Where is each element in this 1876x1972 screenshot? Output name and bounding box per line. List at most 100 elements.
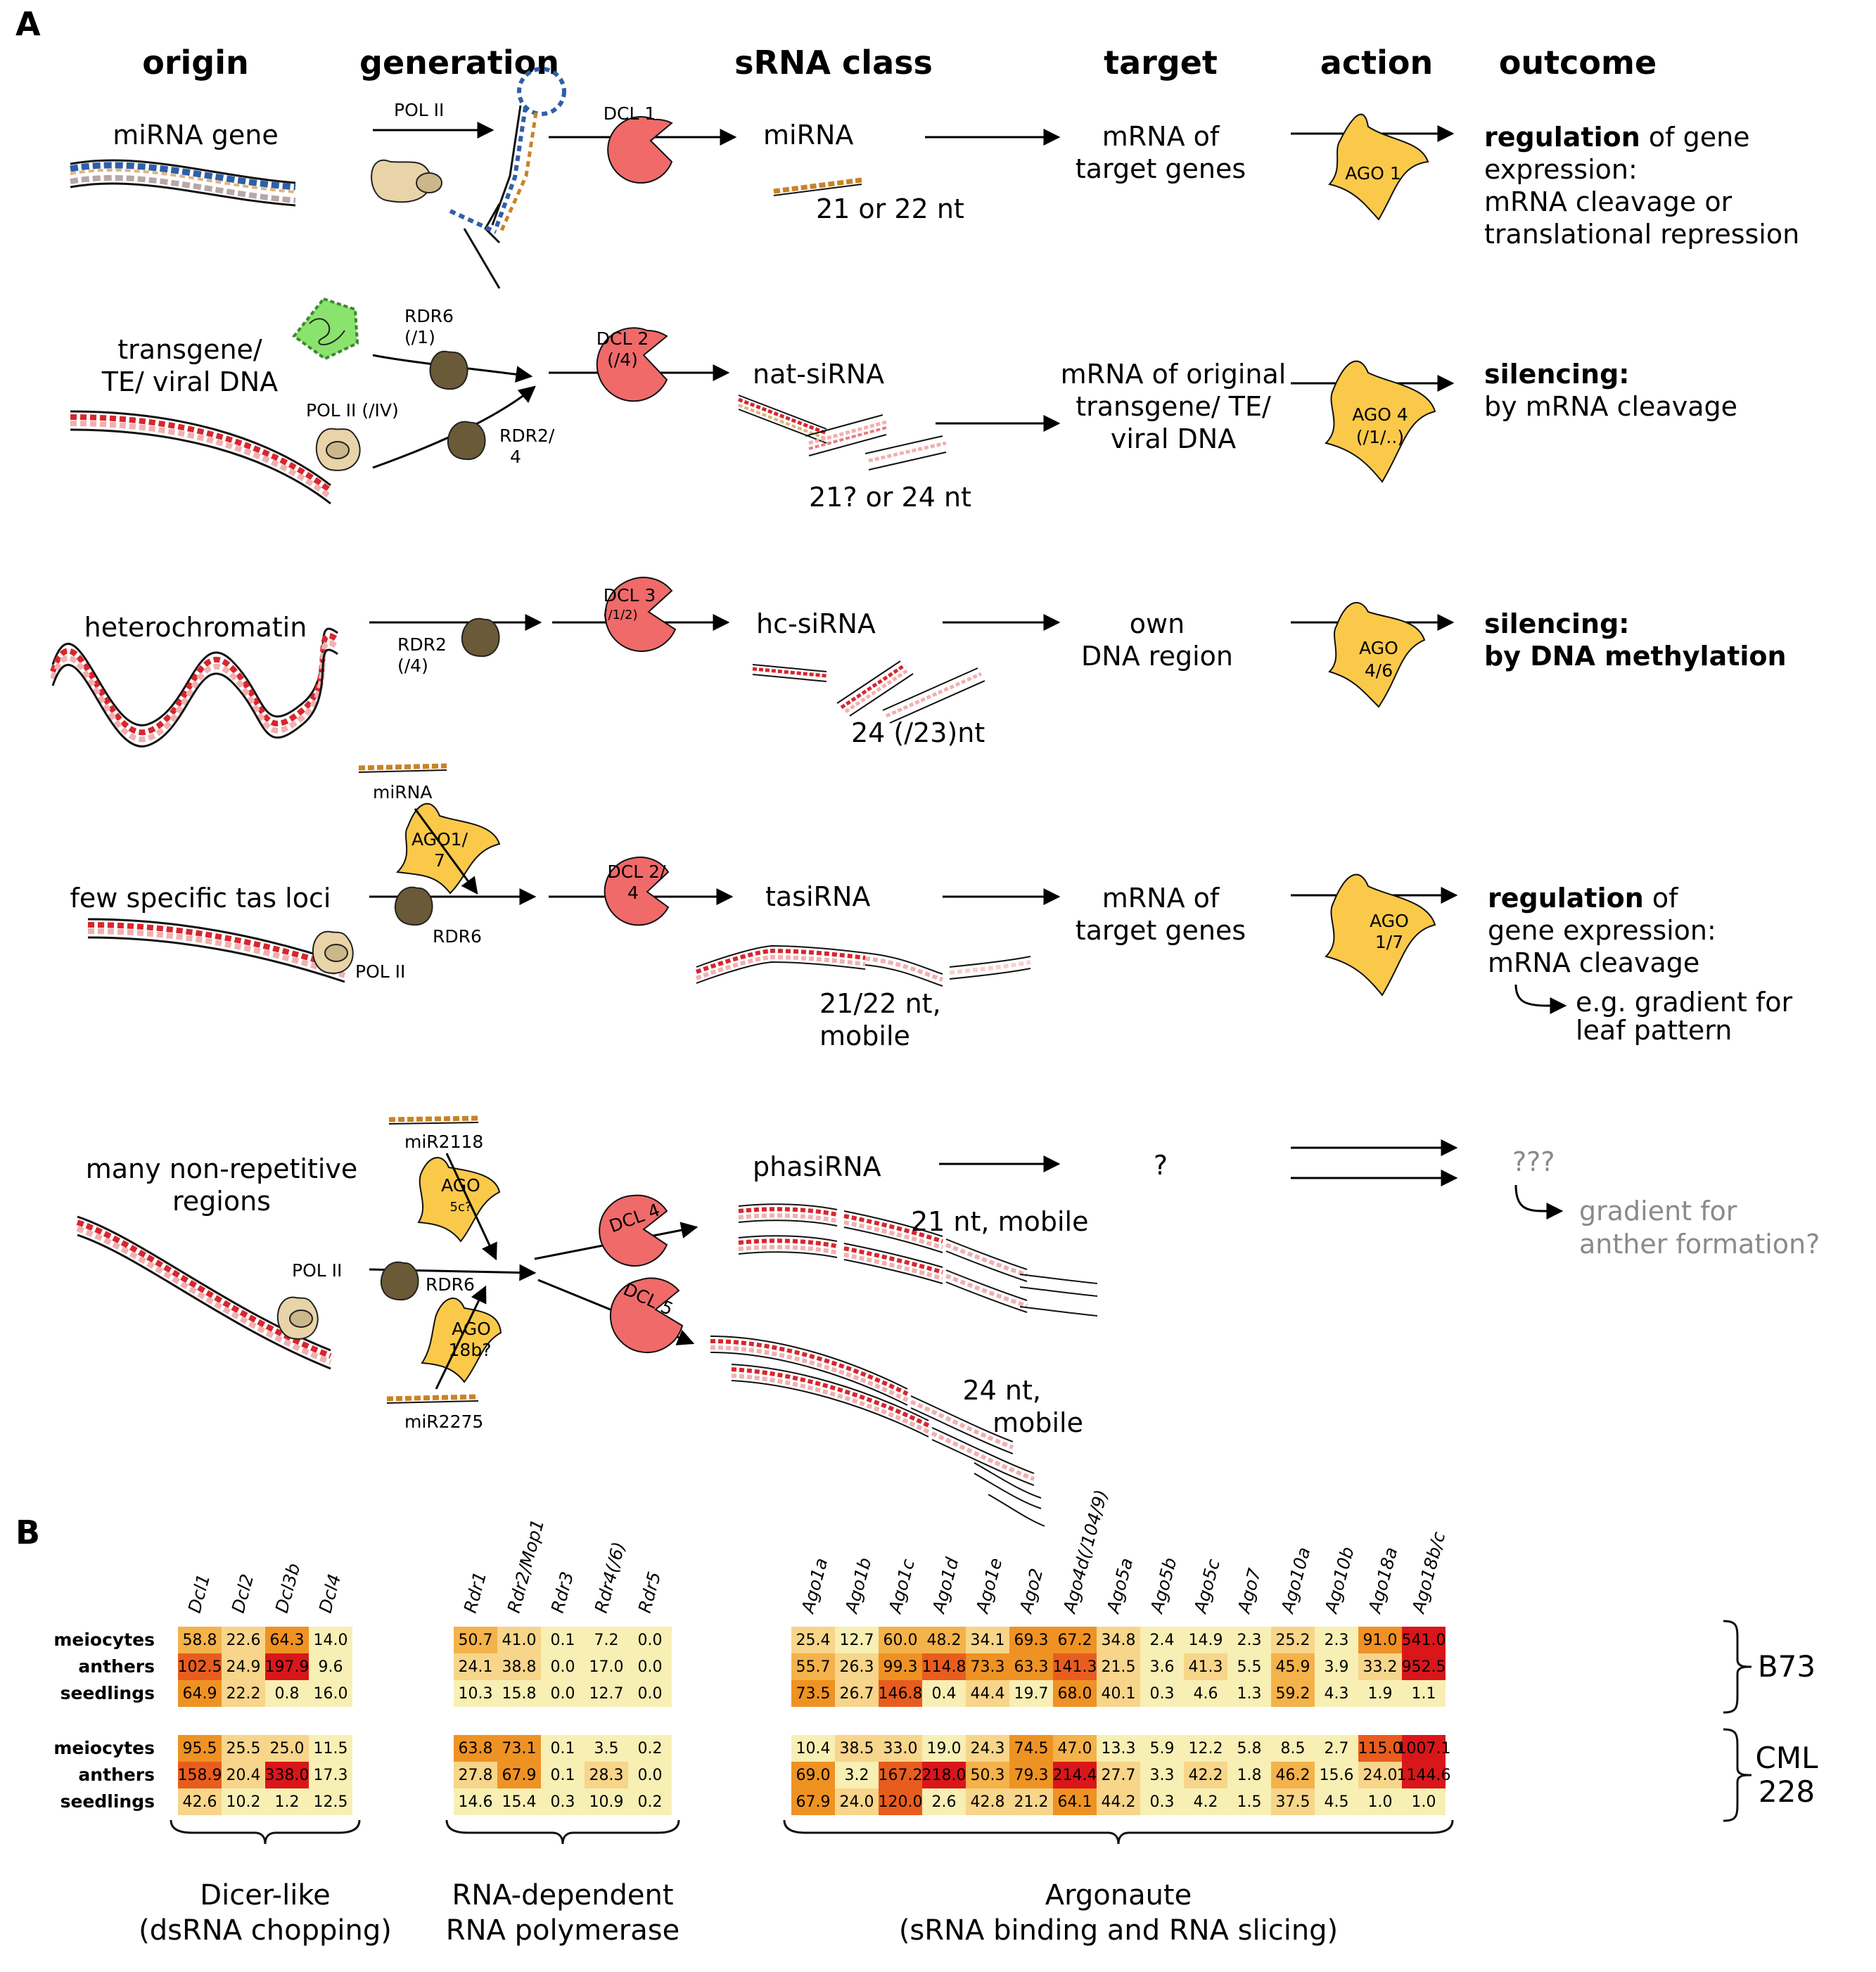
dcl-label: DCL 1 [604, 103, 656, 124]
cell-value: 2.3 [1237, 1632, 1262, 1649]
srna-label: nat-siRNA [753, 359, 884, 390]
heatmap-cell [1140, 1735, 1184, 1762]
cell-value: 50.7 [459, 1632, 493, 1649]
length-line-1: 21/22 nt, [819, 988, 941, 1019]
cell-value: 114.8 [922, 1658, 966, 1676]
rdr6-blob [381, 1261, 419, 1301]
header-generation: generation [359, 44, 559, 82]
cell-value: 22.6 [226, 1632, 261, 1649]
outcome-line-3: translational repression [1484, 219, 1799, 250]
cell-value: 12.5 [314, 1793, 348, 1811]
series-label: B73 [1758, 1649, 1816, 1684]
cell-value: 41.0 [502, 1632, 537, 1649]
column-label: Rdr3 [547, 1570, 578, 1615]
cell-value: 338.0 [265, 1767, 310, 1784]
heatmap-cell [178, 1762, 222, 1788]
column-label: Ago2 [1015, 1566, 1047, 1616]
group-brace [170, 1819, 361, 1845]
outcome-rest: of gene [1640, 122, 1750, 153]
rdr-label: RDR6 [433, 926, 482, 947]
rdr2-blob [447, 421, 486, 461]
heatmap-cell [541, 1788, 585, 1815]
heatmap-cell [497, 1788, 541, 1815]
cell-value: 67.9 [502, 1767, 537, 1784]
heatmap-cell [966, 1762, 1009, 1788]
srna-label: phasiRNA [753, 1151, 881, 1182]
mirna-duplex [773, 177, 862, 196]
heatmap-cell [1053, 1762, 1097, 1788]
pol2-inner [416, 172, 442, 193]
heatmap-cell [1140, 1788, 1184, 1815]
heatmap-cell [309, 1680, 352, 1707]
outcome-label: ??? [1512, 1146, 1555, 1177]
dcl-line-1: DCL 2/ [608, 862, 666, 882]
cell-value: 8.5 [1281, 1740, 1306, 1757]
heatmap-cell [1184, 1735, 1227, 1762]
target-line-1: own [1130, 608, 1185, 639]
ago-in-line-1: AGO1/ [411, 829, 468, 850]
heatmap-cell [1009, 1788, 1053, 1815]
heatmap-cell [1097, 1680, 1140, 1707]
cell-value: 28.3 [589, 1767, 624, 1784]
heatmap-cell [1227, 1653, 1271, 1680]
heatmap-cell [1358, 1653, 1402, 1680]
cell-value: 115.0 [1358, 1740, 1403, 1757]
cell-value: 0.1 [551, 1767, 575, 1784]
cell-value: 218.0 [922, 1767, 966, 1784]
heatmap-cell [541, 1762, 585, 1788]
outcome-text: regulation of gene [1484, 122, 1750, 153]
outcome-bold-2: by DNA methylation [1484, 641, 1787, 672]
heatmap-cell [1271, 1653, 1315, 1680]
outcome-bold: silencing: [1484, 359, 1630, 390]
cell-value: 0.1 [551, 1740, 575, 1757]
cell-value: 13.3 [1102, 1740, 1136, 1757]
dcl-line-2: 4 [627, 883, 639, 903]
cell-value: 19.7 [1014, 1685, 1049, 1703]
cell-value: 2.7 [1325, 1740, 1349, 1757]
heatmap-cell [922, 1762, 966, 1788]
heatmap-cell [1227, 1680, 1271, 1707]
heatmap-cell [1402, 1788, 1446, 1815]
heatmap-cell [222, 1735, 265, 1762]
heatmap-cell [1053, 1627, 1097, 1653]
ago18b-icon: AGO 18b? [421, 1298, 502, 1383]
mir-bot-label: miR2275 [404, 1411, 483, 1432]
heatmap-cell [1053, 1653, 1097, 1680]
column-label: Ago18a [1364, 1545, 1401, 1617]
cell-value: 64.1 [1058, 1793, 1092, 1811]
cell-value: 25.4 [796, 1632, 831, 1649]
ago-line-1: AGO [1370, 911, 1409, 931]
heatmap-cell [178, 1653, 222, 1680]
cell-value: 34.8 [1102, 1632, 1136, 1649]
heatmap-cell [265, 1762, 309, 1788]
target-line-1: mRNA of [1102, 121, 1220, 152]
cell-value: 11.5 [314, 1740, 348, 1757]
series-label: CML [1756, 1741, 1819, 1775]
heatmap-cell [454, 1680, 497, 1707]
heatmap-cell [265, 1653, 309, 1680]
heatmap-cell [454, 1788, 497, 1815]
cell-value: 197.9 [265, 1658, 310, 1676]
cell-value: 67.2 [1058, 1632, 1092, 1649]
cell-value: 42.6 [183, 1793, 217, 1811]
cell-value: 1144.6 [1397, 1767, 1451, 1784]
heatmap-cell [1358, 1788, 1402, 1815]
heatmap-cell [222, 1627, 265, 1653]
cell-value: 5.9 [1150, 1740, 1175, 1757]
column-label: Ago4d(/104/9) [1059, 1487, 1111, 1616]
column-label: Rdr4(/6) [591, 1539, 630, 1615]
outcome-bold: silencing: [1484, 608, 1630, 639]
heatmap-cell [1315, 1653, 1358, 1680]
cell-value: 73.5 [796, 1685, 831, 1703]
cell-value: 15.6 [1320, 1767, 1354, 1784]
heterochromatin-strands [50, 627, 340, 748]
cell-value: 14.9 [1189, 1632, 1223, 1649]
heatmap-cell [265, 1680, 309, 1707]
heatmap-cell [879, 1627, 922, 1653]
heatmap-cell [1358, 1627, 1402, 1653]
heatmap-cell [1009, 1762, 1053, 1788]
heatmap-cell [1097, 1762, 1140, 1788]
cell-value: 38.5 [840, 1740, 874, 1757]
heatmap-cell [1271, 1627, 1315, 1653]
cell-value: 40.1 [1102, 1685, 1136, 1703]
